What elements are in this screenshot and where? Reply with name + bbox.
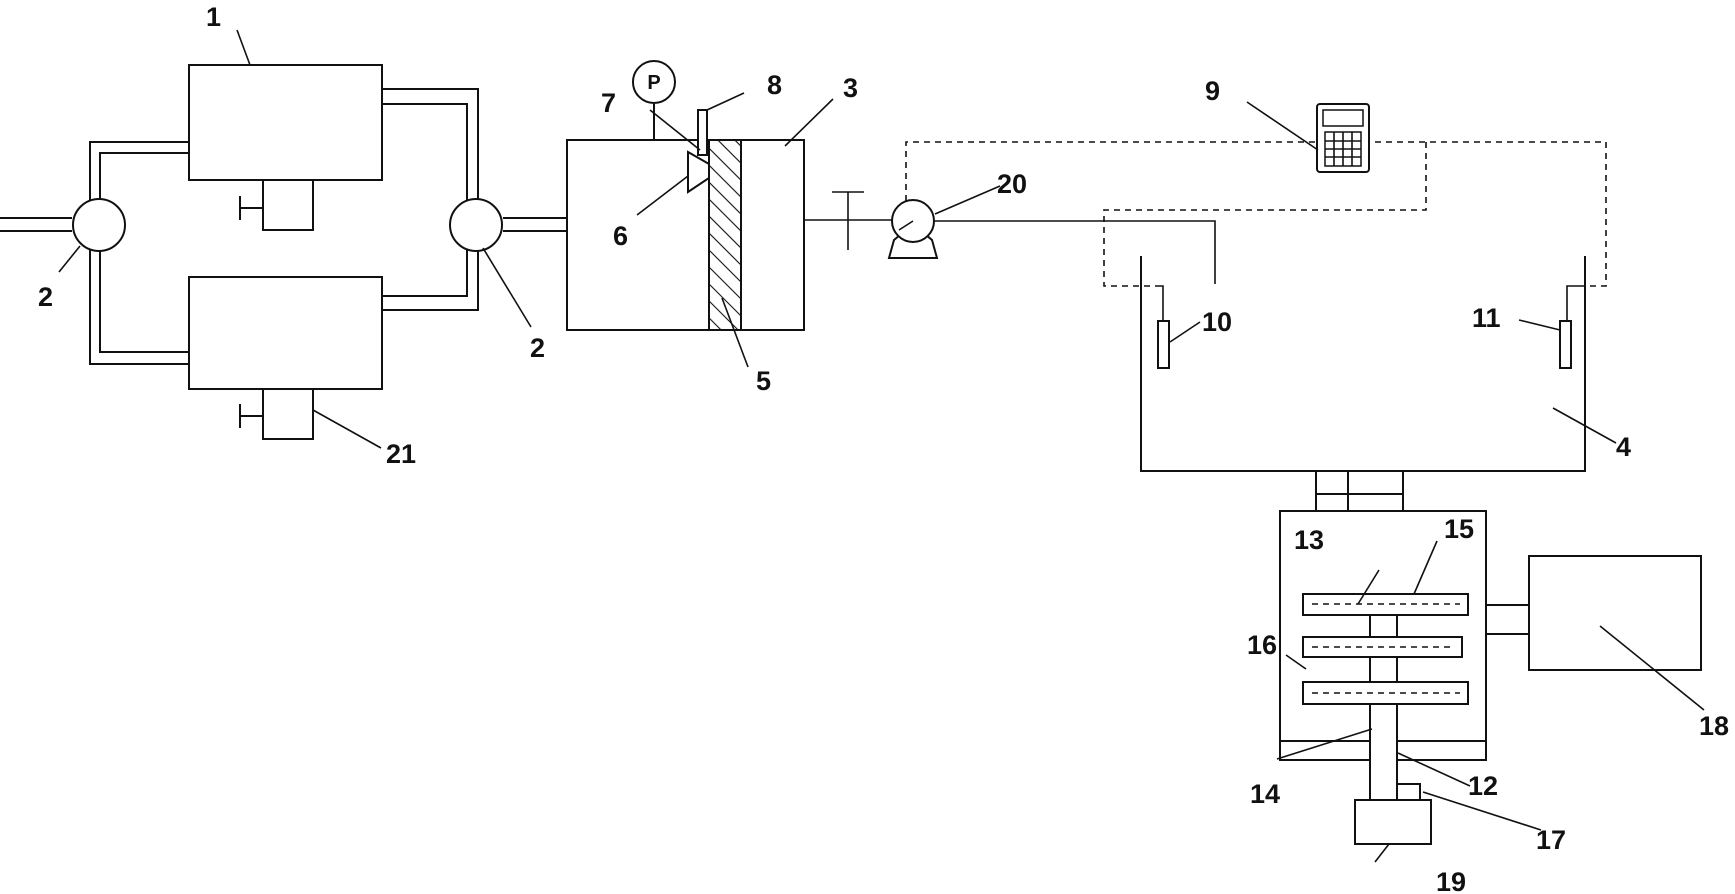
pressure-gauge-symbol: P [647,72,660,94]
label-13: 13 [1294,525,1324,555]
probe-10 [1155,285,1170,369]
inlet-pipe [0,217,72,232]
label-8: 8 [767,70,782,100]
label-2-left: 2 [38,282,53,312]
label-11: 11 [1472,303,1501,333]
connector-17 [1397,783,1421,800]
motor-19 [1354,799,1432,845]
reference-numerals: 1 2 2 3 4 5 6 7 8 9 10 11 12 13 14 15 16… [38,2,1729,894]
drain-valve-top [239,179,314,231]
label-19: 19 [1436,867,1466,894]
probe-8 [697,109,708,156]
tank-4 [1140,256,1586,472]
label-6: 6 [613,221,628,251]
disc-top [1302,593,1469,616]
signal-lines [905,141,1607,287]
label-14: 14 [1250,779,1280,809]
label-15: 15 [1444,514,1474,544]
nozzle-6 [687,150,710,194]
pressure-gauge: P [632,60,676,140]
coupling [1315,471,1404,511]
label-17: 17 [1536,825,1566,855]
pump-20 [887,199,939,259]
label-21: 21 [386,439,416,469]
label-18: 18 [1699,711,1729,741]
three-way-valve-right [449,198,503,252]
label-16: 16 [1247,630,1277,660]
drain-valve-21 [239,388,314,440]
label-10: 10 [1202,307,1232,337]
disc-bottom [1302,681,1469,705]
unit-1-bottom [188,276,383,390]
unit-1-top [188,64,383,181]
filter-5 [708,139,742,331]
disc-middle [1302,636,1463,658]
three-way-valve-left [72,198,126,252]
box-18 [1528,555,1702,671]
label-9: 9 [1205,76,1220,106]
label-12: 12 [1468,771,1498,801]
leader-lines [58,29,1705,863]
label-20: 20 [997,169,1027,199]
label-7: 7 [601,88,616,118]
link-to-box-18 [1486,604,1529,635]
label-5: 5 [756,366,771,396]
outlet-pipe [804,191,1216,284]
label-1: 1 [206,2,221,32]
label-4: 4 [1616,432,1631,462]
label-3: 3 [843,73,858,103]
label-2-right: 2 [530,333,545,363]
parallel-pipework [89,88,567,365]
controller-9 [1316,103,1370,173]
probe-11 [1559,285,1580,369]
housing-3 [566,139,805,331]
